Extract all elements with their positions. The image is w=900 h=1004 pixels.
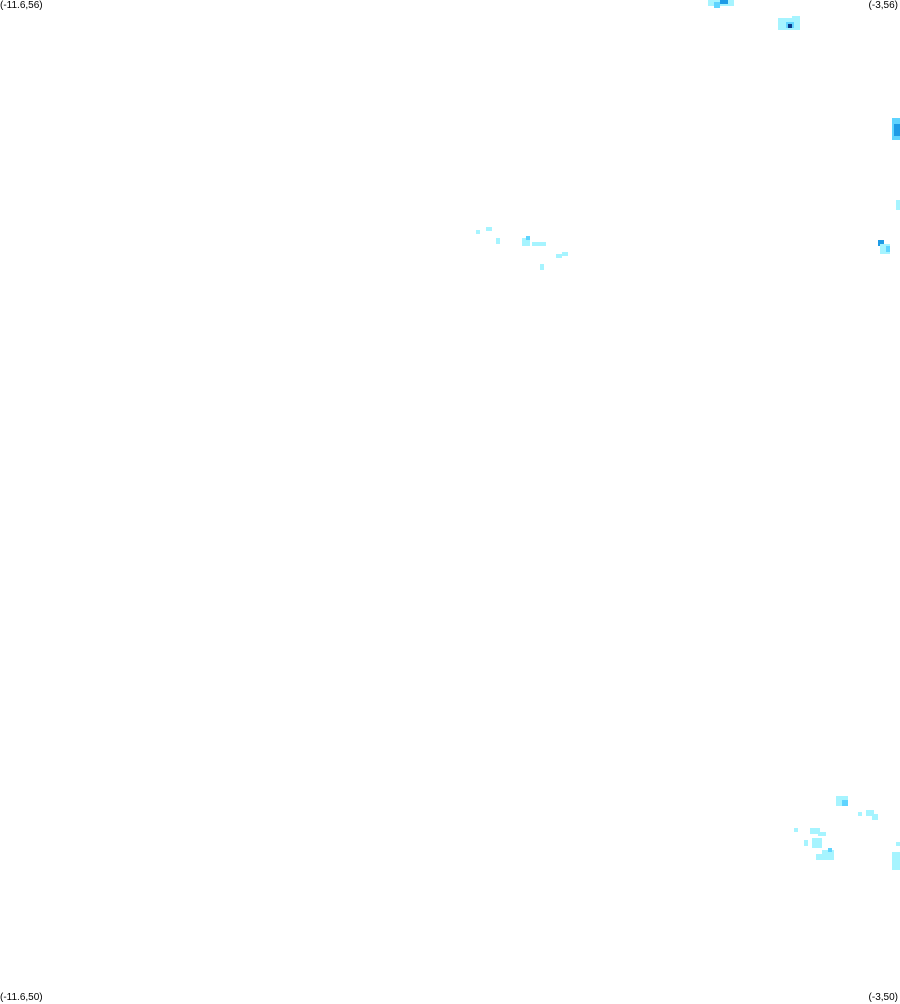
cell [810, 828, 820, 834]
cell [828, 848, 832, 852]
cell [532, 242, 546, 246]
cell [714, 2, 720, 8]
cell [892, 852, 900, 870]
corner-label-bottom-left: (-11.6,50) [0, 992, 43, 1003]
cell [522, 238, 530, 246]
cell [562, 252, 568, 256]
cell [720, 0, 728, 4]
cell [866, 810, 874, 816]
cell-cluster-south [794, 796, 900, 870]
cell [896, 200, 900, 210]
cell [794, 828, 798, 832]
corner-label-top-right: (-3,56) [868, 0, 898, 11]
cell [858, 812, 862, 816]
cell [842, 800, 848, 806]
cell [822, 850, 834, 860]
cell [886, 246, 890, 252]
cell [496, 238, 500, 244]
cell [812, 838, 822, 848]
cell [872, 814, 878, 820]
corner-label-top-left: (-11.6,56) [0, 0, 43, 11]
cell [526, 236, 530, 240]
corner-label-bottom-right: (-3,50) [868, 992, 898, 1003]
cell-cluster-east [878, 118, 900, 254]
cell [818, 832, 826, 836]
cell [896, 842, 900, 846]
cell [556, 254, 562, 258]
cell [894, 124, 900, 136]
cell [804, 840, 808, 846]
cell [476, 230, 480, 234]
cell [816, 854, 822, 860]
cell [878, 240, 884, 246]
cell-cluster-north [708, 0, 800, 30]
cell [880, 244, 890, 254]
cell-cluster-central [476, 227, 568, 270]
cell [540, 264, 544, 270]
cell [788, 24, 792, 28]
cell [486, 227, 492, 231]
cell [792, 16, 800, 22]
